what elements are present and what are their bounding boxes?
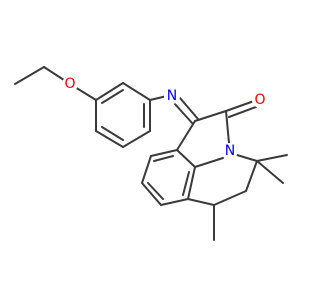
bond-n-cq <box>236 154 258 162</box>
bond-ch3-ch2 <box>14 66 45 85</box>
bond-aryl-inner-1 <box>101 89 124 104</box>
ether-oxygen-atom: O <box>62 76 78 92</box>
ring-nitrogen-atom: N <box>222 143 238 159</box>
atom-layer: O N O N <box>62 76 268 159</box>
bond-n-c8a <box>194 157 224 168</box>
bond-cq-methyl-b <box>256 160 284 184</box>
bond-c2-n <box>225 110 230 144</box>
bond-benz-5 <box>187 166 196 200</box>
ether-oxygen-label: O <box>64 76 75 92</box>
bond-imine-double-a <box>173 102 194 125</box>
bond-c8a-c8b <box>176 149 196 168</box>
ring-nitrogen-label: N <box>225 143 235 159</box>
bond-benz-3 <box>141 182 162 206</box>
bond-aryl-2 <box>122 82 151 101</box>
bond-aryl-1 <box>95 82 124 101</box>
bond-benz-inner-3 <box>182 171 190 196</box>
bond-benz-inner-1 <box>153 155 174 162</box>
carbonyl-oxygen-atom: O <box>252 92 268 108</box>
bond-cq-ch2 <box>245 160 258 192</box>
bond-ch2-ch <box>213 190 247 206</box>
imine-nitrogen-label: N <box>167 88 177 104</box>
bond-benz-1 <box>150 149 178 157</box>
bond-ch-c5a <box>187 198 215 206</box>
bond-benz-2 <box>141 155 152 184</box>
bond-aryl-5 <box>95 130 124 148</box>
bond-c8b-c1 <box>176 120 196 151</box>
bond-c2-o-double-a <box>225 100 255 112</box>
bond-benz-4 <box>160 198 189 206</box>
bond-aryl-inner-3 <box>101 126 124 141</box>
carbonyl-oxygen-label: O <box>254 92 265 108</box>
bond-aryl-4 <box>122 130 151 148</box>
bond-c1-c2 <box>194 110 227 122</box>
bond-benz-inner-2 <box>147 182 164 200</box>
molecule-structure: O N O N <box>14 66 288 241</box>
bond-cq-methyl-a <box>256 154 288 162</box>
bond-c2-o-double-b <box>228 106 257 118</box>
bond-imine-double-b <box>179 97 199 120</box>
imine-nitrogen-atom: N <box>164 88 180 104</box>
bond-layer <box>14 66 288 241</box>
